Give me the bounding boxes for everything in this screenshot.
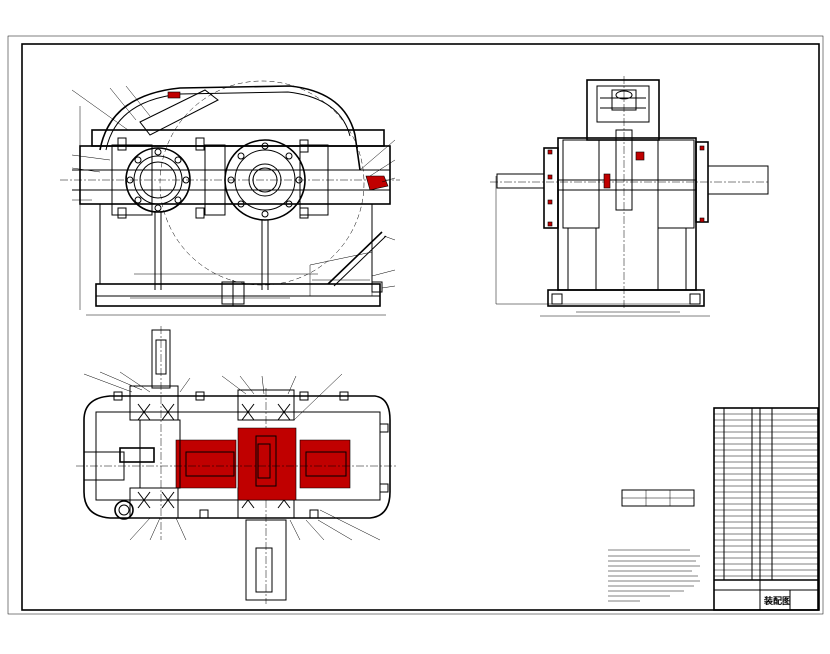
side-view [490,76,770,317]
front-view [60,80,400,316]
characteristics-table [621,489,695,507]
title-block-drawing-no: 装配图 [763,595,791,607]
outer-border [7,35,824,615]
inner-frame [21,43,820,611]
technical-notes [608,549,700,602]
parts-list [713,407,819,611]
top-section-view [76,326,398,604]
